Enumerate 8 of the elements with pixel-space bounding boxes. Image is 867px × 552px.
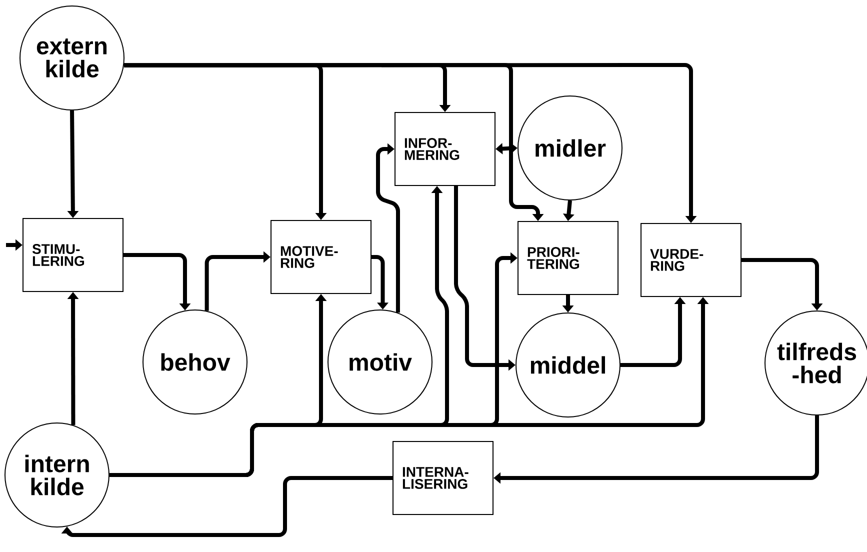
process-box: PRIORI- TERING: [518, 221, 618, 295]
process-box: INTERNA- LISERING: [392, 441, 494, 515]
arrow: [376, 143, 400, 313]
process-box: INFOR- MERING: [394, 112, 496, 186]
process-box: VURDE- RING: [640, 223, 742, 297]
process-box: MOTIVE- RING: [270, 220, 372, 294]
arrow: [61, 476, 392, 537]
process-box: STIMU- LERING: [22, 218, 124, 292]
